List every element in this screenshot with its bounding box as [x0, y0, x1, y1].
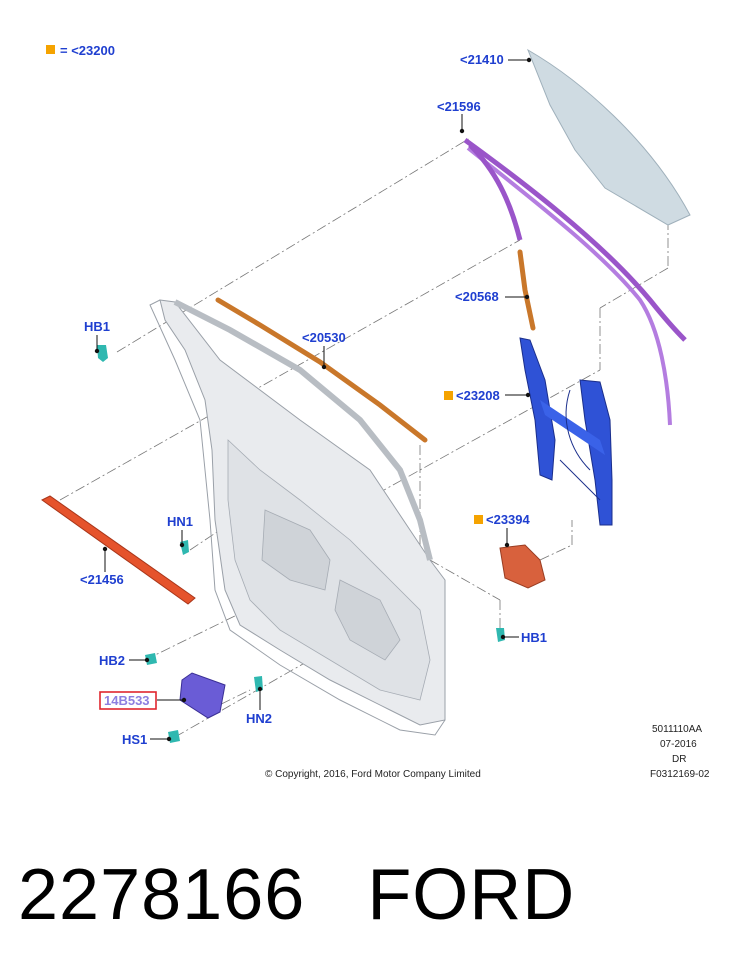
glass-guide-strip[interactable]: [517, 249, 536, 331]
part-number: 2278166: [18, 855, 306, 935]
callout-label-14b533[interactable]: 14B533: [104, 693, 150, 708]
window-regulator[interactable]: [519, 337, 613, 526]
callout-23208[interactable]: <23208: [444, 388, 531, 403]
door-exploded-diagram: = <23200 <21410 <21596 <20568 <20530 <23…: [41, 43, 710, 780]
inner-belt-weatherstrip[interactable]: [41, 495, 196, 605]
callout-23394[interactable]: <23394: [474, 512, 531, 548]
callout-label-20568[interactable]: <20568: [455, 289, 499, 304]
meta-ref: F0312169-02: [650, 769, 710, 780]
meta-date: 07-2016: [660, 739, 697, 750]
callout-label-hs1[interactable]: HS1: [122, 732, 147, 747]
callout-20530[interactable]: <20530: [302, 330, 346, 370]
callout-label-23208[interactable]: <23208: [456, 388, 500, 403]
outer-belt-weatherstrip[interactable]: [215, 297, 428, 443]
fastener-hn1[interactable]: [180, 540, 189, 555]
callout-label-hb1-bottom[interactable]: HB1: [521, 630, 547, 645]
door-inner-panel[interactable]: [149, 299, 446, 736]
callout-label-hn1[interactable]: HN1: [167, 514, 193, 529]
callout-label-hb2[interactable]: HB2: [99, 653, 125, 668]
callout-20568[interactable]: <20568: [455, 289, 530, 304]
fastener-hb2[interactable]: [145, 653, 157, 665]
callout-label-21410[interactable]: <21410: [460, 52, 504, 67]
part-caption: 2278166 FORD: [18, 850, 728, 940]
legend: = <23200: [46, 43, 115, 58]
legend-swatch: [46, 45, 55, 54]
highlight-box-14b533: [99, 691, 157, 710]
fastener-hs1[interactable]: [168, 730, 180, 743]
callout-label-20530[interactable]: <20530: [302, 330, 346, 345]
window-glass[interactable]: [526, 48, 691, 226]
callout-hn2[interactable]: HN2: [246, 686, 272, 726]
callout-14b533[interactable]: 14B533: [99, 691, 187, 710]
meta-side: DR: [672, 754, 686, 765]
callout-swatch-23394: [474, 515, 483, 524]
copyright-text: © Copyright, 2016, Ford Motor Company Li…: [265, 769, 481, 780]
callout-swatch-23208: [444, 391, 453, 400]
meta-code: 5011110AA: [652, 724, 702, 735]
glass-run-channel[interactable]: [463, 137, 687, 426]
callout-label-23394[interactable]: <23394: [486, 512, 531, 527]
callout-label-21456[interactable]: <21456: [80, 572, 124, 587]
legend-text: = <23200: [60, 43, 115, 58]
fastener-hb1-top[interactable]: [97, 345, 108, 362]
callout-hb2[interactable]: HB2: [99, 653, 150, 668]
callout-label-21596[interactable]: <21596: [437, 99, 481, 114]
callout-21596[interactable]: <21596: [437, 99, 481, 134]
callout-hs1[interactable]: HS1: [122, 732, 172, 747]
callout-hb1-top[interactable]: HB1: [84, 319, 110, 354]
brand-name: FORD: [367, 855, 576, 935]
callout-label-hn2[interactable]: HN2: [246, 711, 272, 726]
callout-label-hb1-top[interactable]: HB1: [84, 319, 110, 334]
window-motor[interactable]: [499, 544, 546, 589]
callout-hb1-bottom[interactable]: HB1: [500, 630, 547, 645]
callout-21456[interactable]: <21456: [80, 546, 124, 587]
callout-hn1[interactable]: HN1: [167, 514, 193, 548]
door-control-module[interactable]: [179, 672, 226, 719]
callout-21410[interactable]: <21410: [460, 52, 532, 67]
